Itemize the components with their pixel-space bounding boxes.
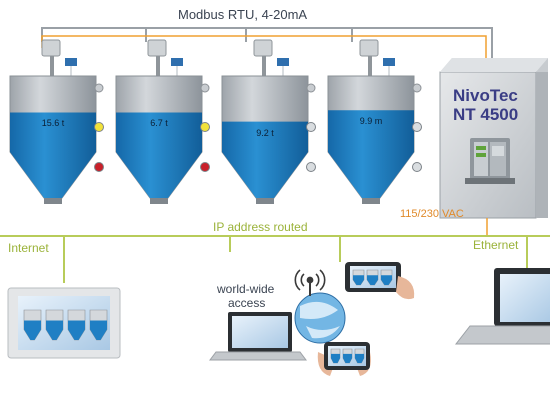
tank-2 [115,39,210,204]
tank-liquid [328,110,414,198]
tank-value: 6.7 t [150,118,168,129]
network-wiring [0,235,550,283]
cabinet-brand: NivoTec [453,86,518,105]
tank-outlet [150,198,168,204]
tank-4 [327,39,422,204]
ethernet-label: Ethernet [473,238,519,252]
wireless-icon [294,269,326,296]
control-cabinet [439,58,548,236]
tank-value: 9.9 m [359,116,383,127]
laptop-center [209,312,307,361]
voltage-label: 115/230 VAC [400,208,464,220]
laptop-right [454,268,550,345]
globe [294,292,346,344]
low-level-lamp-icon [412,162,422,172]
high-level-lamp-icon [306,122,316,132]
high-level-lamp-icon [94,122,104,132]
tank-group [9,39,422,204]
tank-outlet [362,198,380,204]
tank-liquid [116,112,202,198]
access-label: access [228,296,266,310]
tank-3 [221,39,316,204]
low-level-lamp-icon [200,162,210,172]
cabinet-title: NivoTec NT 4500 [453,86,518,124]
low-level-lamp-icon [306,162,316,172]
panel-tank-icons [23,309,108,341]
tank-liquid [222,121,308,198]
wall-panel [7,287,121,359]
tank-outlet [256,198,274,204]
high-level-lamp-icon [412,122,422,132]
tank-value: 9.2 t [256,127,274,138]
bus-label: Modbus RTU, 4-20mA [178,7,308,22]
high-level-lamp-icon [200,122,210,132]
worldwide-label: world-wide [217,282,275,296]
internet-label: Internet [8,241,49,255]
tank-1 [9,39,104,204]
cabinet-model: NT 4500 [453,105,519,124]
tablet-bottom [317,342,371,376]
controller-device [465,138,515,184]
tank-outlet [44,198,62,204]
tank-value: 15.6 t [41,118,65,129]
tablet-top [345,262,415,300]
tank-liquid [10,112,96,198]
low-level-lamp-icon [94,162,104,172]
ip-label: IP address routed [213,220,308,234]
